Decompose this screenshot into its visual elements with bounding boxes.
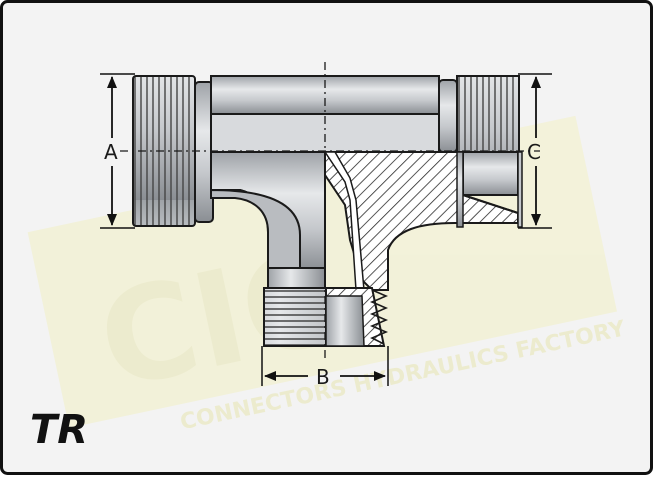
bottom-thread-port [263,287,389,347]
dimension-c-label: C [527,140,541,164]
section-cut [323,151,519,291]
part-code-label: TR [30,407,88,453]
dimension-b: B [261,346,389,389]
dimension-b-label: B [316,365,330,389]
dimension-a-label: A [104,140,118,164]
dimension-a: A [100,73,135,229]
right-thread-port [438,75,523,228]
dimension-c: C [518,73,552,229]
center-lines [120,62,540,360]
